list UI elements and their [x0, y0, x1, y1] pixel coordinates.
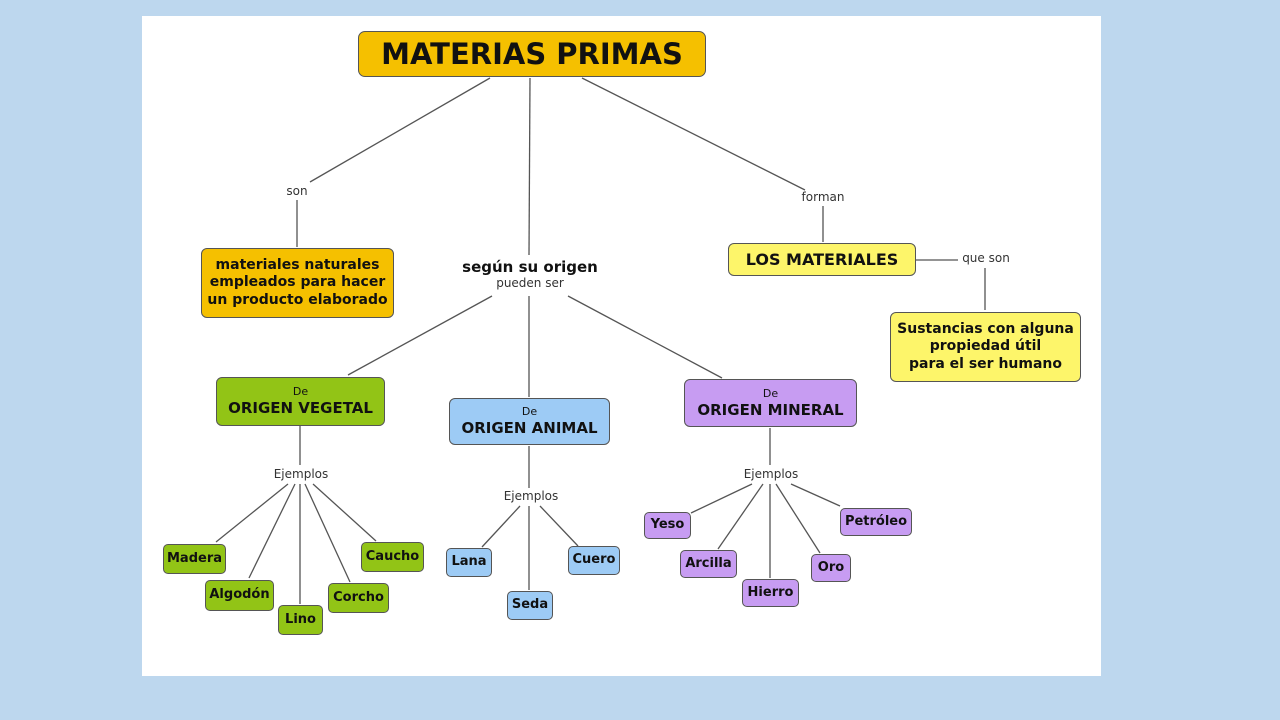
ejemplos-vegetal-label: Ejemplos — [273, 467, 329, 481]
example-corcho-label: Corcho — [333, 589, 384, 605]
example-madera-label: Madera — [166, 550, 222, 566]
example-seda-label: Seda — [511, 597, 549, 613]
materiales-def-line-3: para el ser humano — [908, 355, 1063, 372]
definition-node: materiales naturales empleados para hace… — [201, 248, 394, 318]
example-petroleo: Petróleo — [840, 508, 912, 536]
category-vegetal-name: ORIGEN VEGETAL — [228, 399, 373, 417]
category-mineral: De ORIGEN MINERAL — [684, 379, 857, 427]
example-petroleo-label: Petróleo — [844, 513, 908, 529]
example-lino-label: Lino — [285, 611, 316, 627]
definition-line-2: empleados para hacer — [209, 274, 386, 291]
example-yeso-label: Yeso — [650, 517, 685, 533]
link-label-son: son — [286, 184, 308, 198]
origin-title: según su origen — [462, 258, 598, 276]
origin-subtitle: pueden ser — [496, 276, 564, 290]
ejemplos-animal-label: Ejemplos — [503, 489, 559, 503]
example-lana: Lana — [446, 548, 492, 577]
example-lino: Lino — [278, 605, 323, 635]
category-mineral-name: ORIGEN MINERAL — [697, 400, 844, 419]
category-animal: De ORIGEN ANIMAL — [449, 398, 610, 445]
ejemplos-mineral-label: Ejemplos — [743, 467, 799, 481]
example-lana-label: Lana — [451, 554, 487, 570]
example-cuero-label: Cuero — [572, 552, 616, 568]
title-text: MATERIAS PRIMAS — [381, 36, 683, 71]
materiales-text: LOS MATERIALES — [745, 249, 899, 269]
title-node: MATERIAS PRIMAS — [358, 31, 706, 77]
definition-line-1: materiales naturales — [215, 256, 380, 273]
example-caucho: Caucho — [361, 542, 424, 572]
category-animal-name: ORIGEN ANIMAL — [461, 419, 598, 437]
category-vegetal: De ORIGEN VEGETAL — [216, 377, 385, 426]
example-algodon: Algodón — [205, 580, 274, 611]
example-arcilla-label: Arcilla — [685, 555, 732, 571]
category-animal-prefix: De — [521, 405, 538, 419]
category-vegetal-prefix: De — [292, 385, 309, 399]
example-yeso: Yeso — [644, 512, 691, 539]
link-label-que-son: que son — [962, 251, 1010, 265]
materiales-def-line-2: propiedad útil — [929, 338, 1042, 355]
example-oro-label: Oro — [817, 559, 845, 575]
example-caucho-label: Caucho — [365, 548, 420, 564]
example-algodon-label: Algodón — [209, 587, 270, 603]
materiales-def-node: Sustancias con alguna propiedad útil par… — [890, 312, 1081, 382]
category-mineral-prefix: De — [762, 386, 779, 400]
origin-header: según su origen pueden ser — [430, 258, 630, 290]
definition-line-3: un producto elaborado — [207, 291, 388, 308]
example-hierro: Hierro — [742, 579, 799, 607]
example-hierro-label: Hierro — [747, 584, 794, 600]
example-oro: Oro — [811, 554, 851, 582]
materiales-def-line-1: Sustancias con alguna — [897, 320, 1074, 337]
example-corcho: Corcho — [328, 583, 389, 613]
example-arcilla: Arcilla — [680, 550, 737, 578]
example-seda: Seda — [507, 591, 553, 620]
link-label-forman: forman — [801, 190, 845, 204]
example-madera: Madera — [163, 544, 226, 574]
example-cuero: Cuero — [568, 546, 620, 575]
materiales-node: LOS MATERIALES — [728, 243, 916, 276]
